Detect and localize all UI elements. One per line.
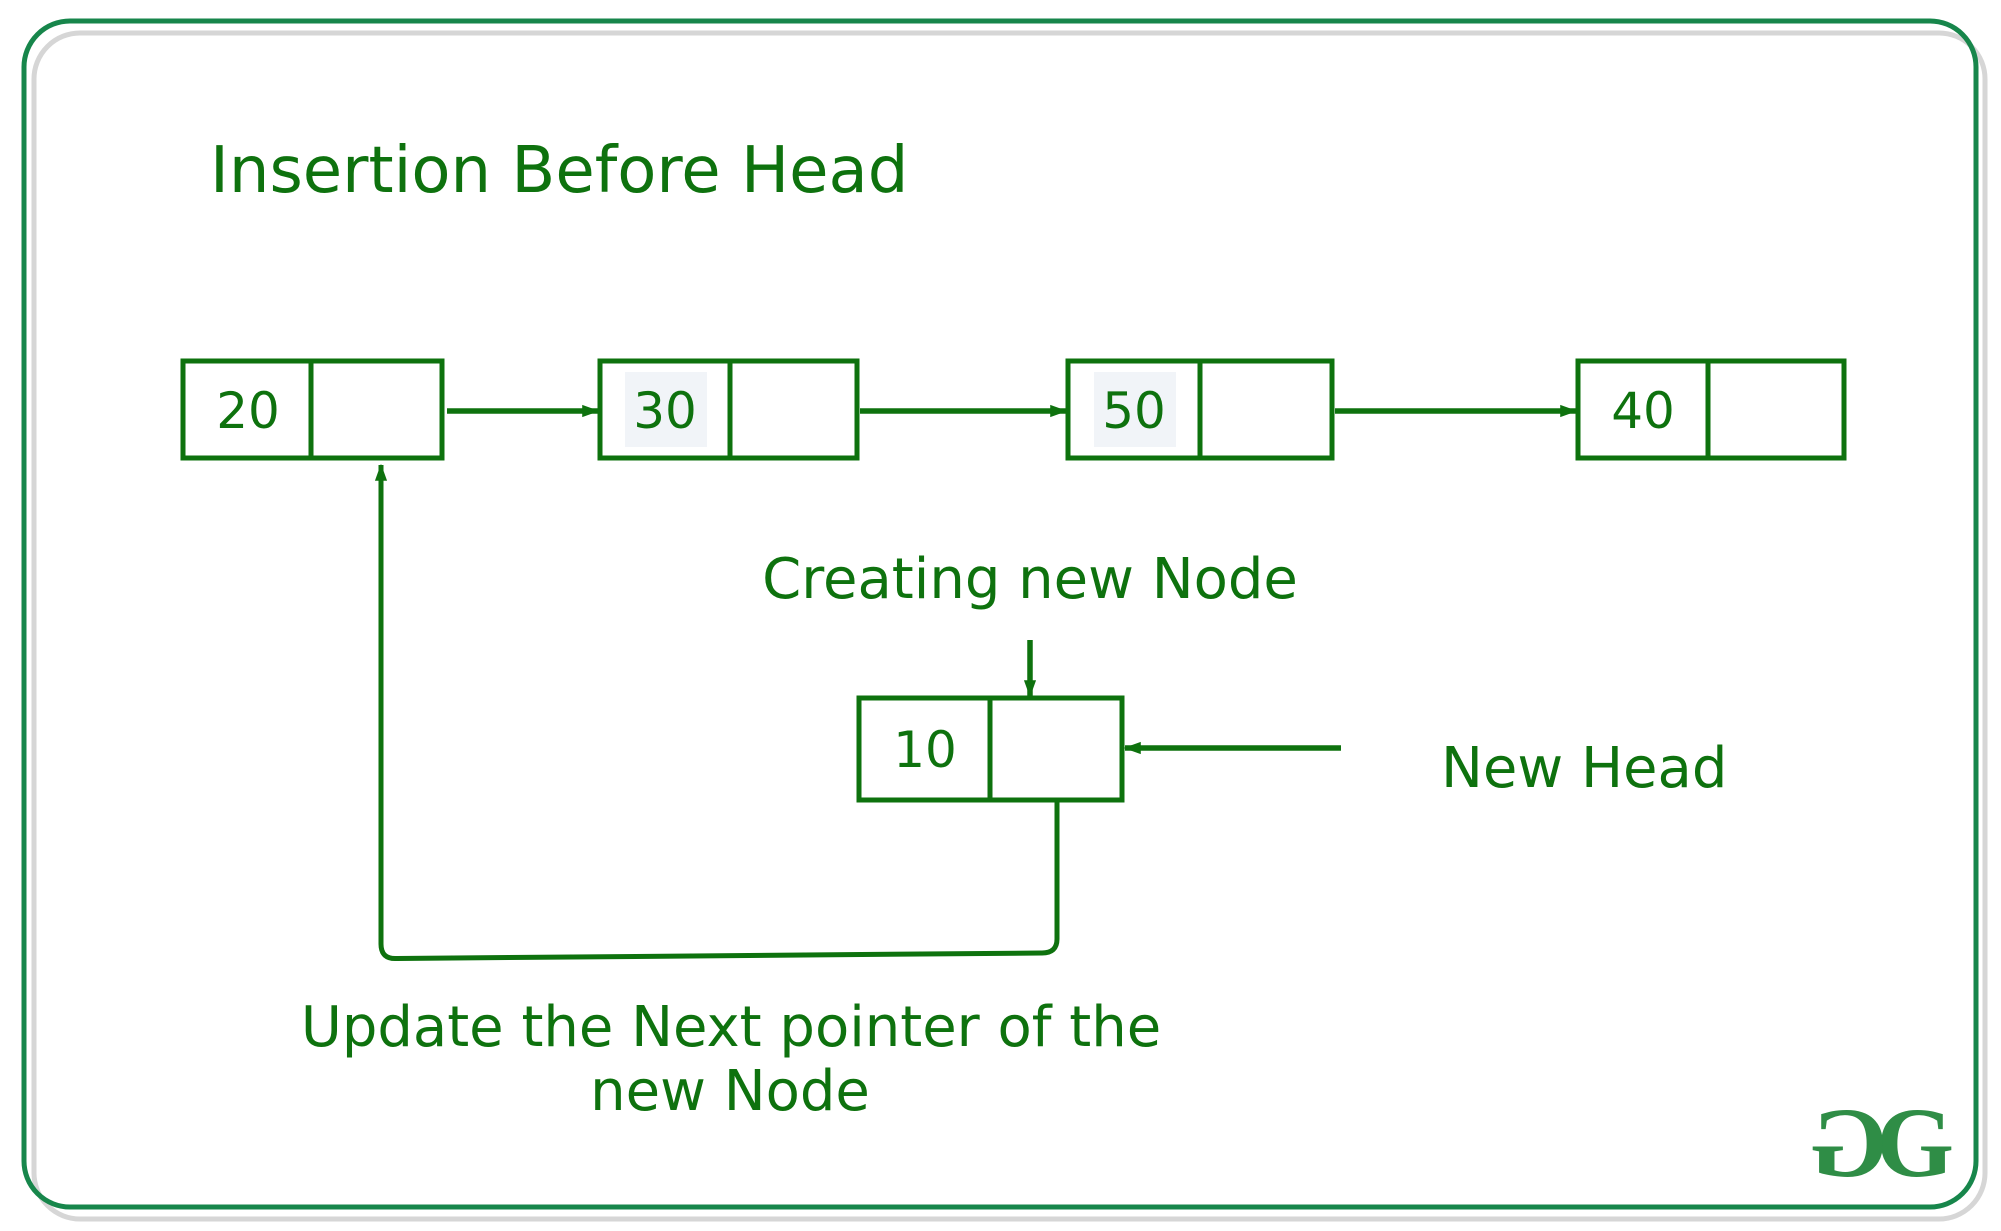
list-node-1: 20 <box>180 358 445 461</box>
list-node-4: 40 <box>1575 358 1847 461</box>
new-node-value: 10 <box>893 721 957 779</box>
geeksforgeeks-logo: G G <box>1810 1087 1954 1198</box>
logo-g: G <box>1876 1087 1954 1198</box>
frame-shadow-border <box>31 30 1988 1222</box>
node-4-box <box>1575 358 1847 461</box>
update-note-line2: new Node <box>590 1059 870 1124</box>
node-3-value-highlight <box>1094 372 1176 447</box>
node-2-value-highlight <box>625 372 707 447</box>
node-1-value: 20 <box>216 382 280 440</box>
list-node-3: 50 <box>1065 358 1335 461</box>
logo-g-mirrored: G <box>1810 1087 1889 1198</box>
node-3-value: 50 <box>1102 382 1166 440</box>
node-4-value: 40 <box>1611 382 1675 440</box>
node-2-value: 30 <box>633 382 697 440</box>
update-note-line1: Update the Next pointer of the <box>301 995 1161 1060</box>
creating-new-node-label: Creating new Node <box>762 547 1298 612</box>
page-title: Insertion Before Head <box>210 134 908 208</box>
new-node-next-pointer-arrow <box>374 463 1060 962</box>
frame-border <box>21 18 1979 1210</box>
new-head-label: New Head <box>1441 736 1727 801</box>
list-node-2: 30 <box>597 358 860 461</box>
new-node: 10 <box>856 695 1125 803</box>
